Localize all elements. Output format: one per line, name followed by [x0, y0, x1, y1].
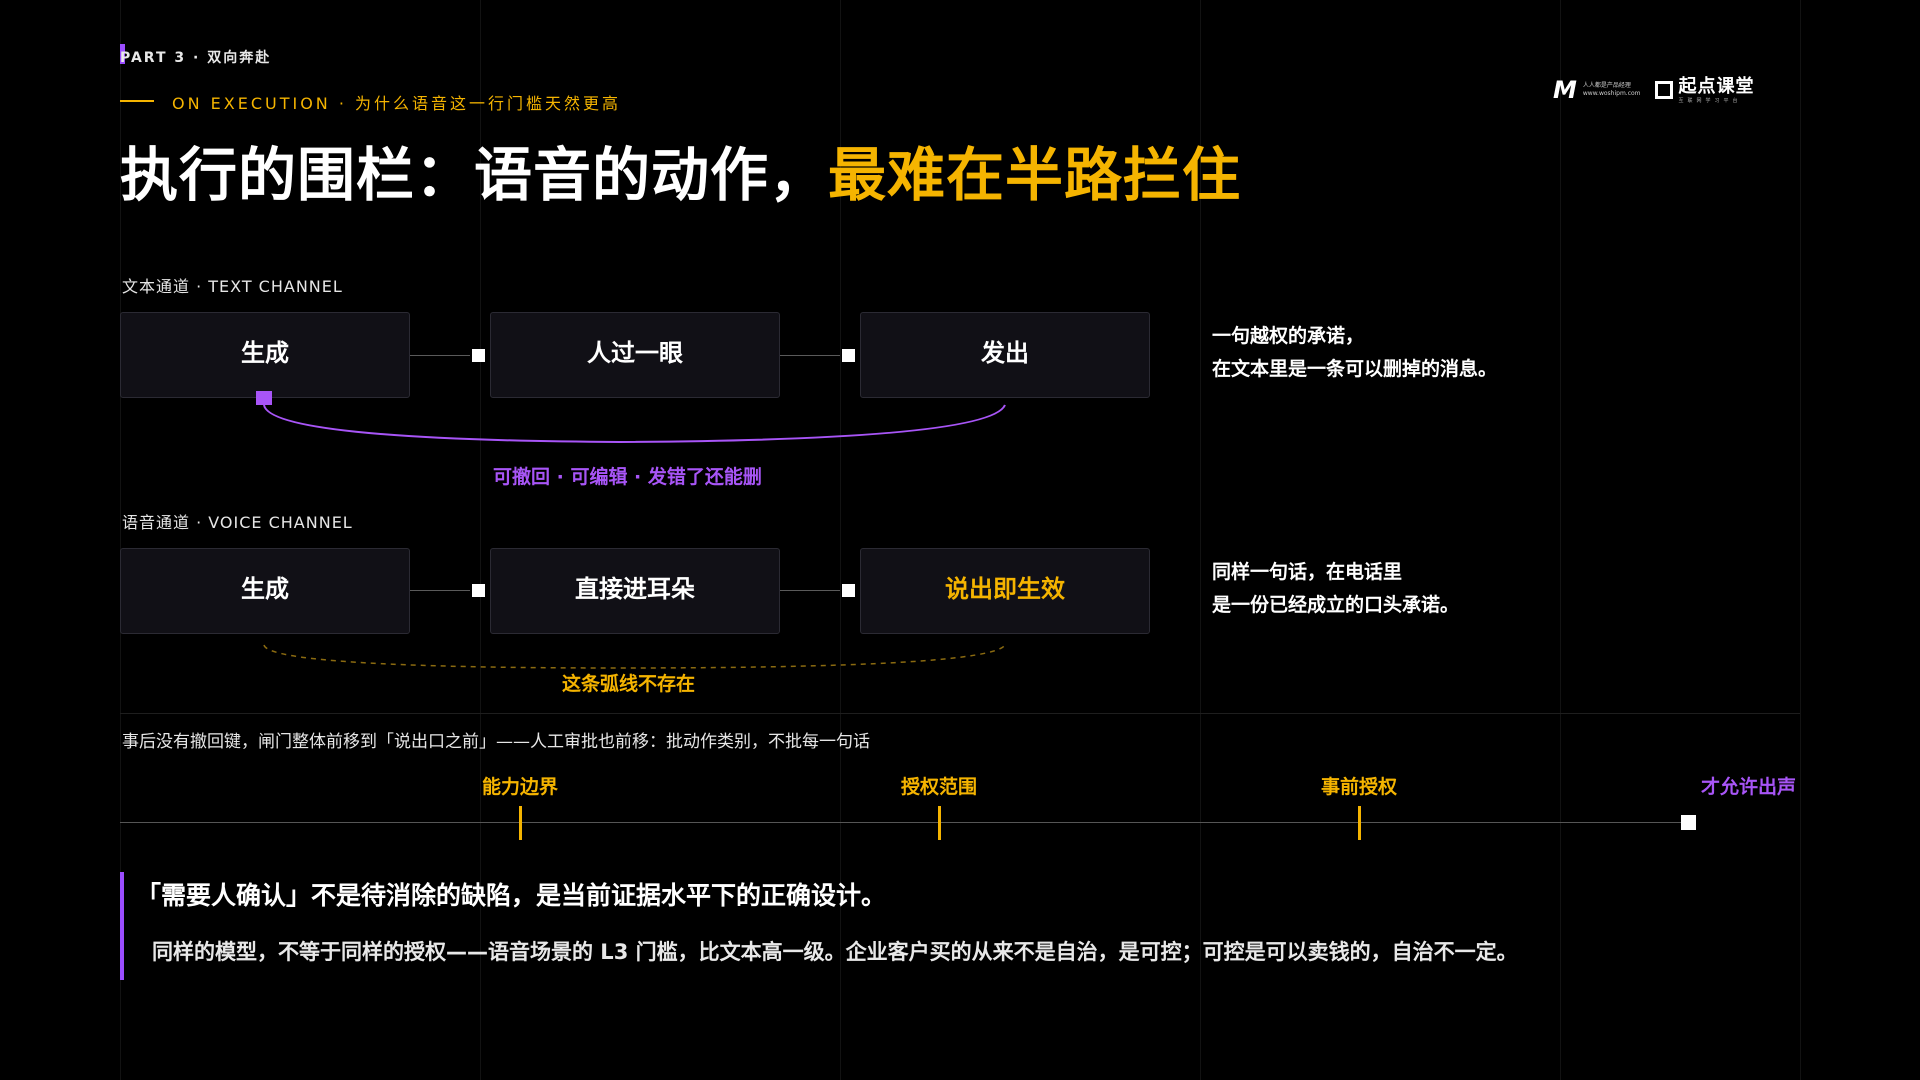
logo-brand-name: 起点课堂: [1678, 75, 1755, 97]
brand-logo: M 人人都是产品经理 www.woshipm.com 起点课堂 互联网学习平台: [1553, 76, 1755, 104]
text-note-line1: 一句越权的承诺，: [1212, 325, 1365, 347]
grid-line: [1800, 0, 1801, 1080]
text-step-review: 人过一眼: [490, 312, 780, 398]
timeline-description: 事后没有撤回键，闸门整体前移到「说出口之前」——人工审批也前移：批动作类别，不批…: [122, 732, 870, 752]
connector-node: [842, 584, 855, 597]
grid-line: [480, 0, 481, 1080]
timeline-marker-label: 授权范围: [900, 776, 978, 798]
quote-bar: [120, 872, 124, 980]
timeline-end-label: 才允许出声: [1700, 776, 1796, 798]
timeline-marker-label: 事前授权: [1320, 776, 1398, 798]
timeline-tick: [1358, 806, 1361, 840]
voice-step-effective: 说出即生效: [860, 548, 1150, 634]
missing-arc: [263, 644, 1006, 669]
timeline-marker-label: 能力边界: [481, 776, 559, 798]
logo-brand-sub: 互联网学习平台: [1678, 97, 1742, 104]
text-note-line2: 在文本里是一条可以删掉的消息。: [1212, 358, 1498, 380]
grid-line: [1200, 0, 1201, 1080]
page-title: 执行的围栏：语音的动作，最难在半路拦住: [120, 128, 1241, 212]
part-label: PART 3 · 双向奔赴: [120, 50, 272, 66]
connector: [410, 355, 470, 356]
logo-tagline-2: www.woshipm.com: [1582, 90, 1641, 97]
connector: [780, 590, 840, 591]
grid-line: [1560, 0, 1561, 1080]
voice-channel-note: 同样一句话，在电话里 是一份已经成立的口头承诺。: [1212, 556, 1459, 622]
connector: [780, 355, 840, 356]
logo-tagline-1: 人人都是产品经理: [1582, 82, 1631, 89]
text-step-send: 发出: [860, 312, 1150, 398]
subtitle-dash: [120, 100, 154, 102]
voice-step-direct: 直接进耳朵: [490, 548, 780, 634]
voice-channel-label: 语音通道 · VOICE CHANNEL: [122, 513, 353, 532]
part-marker: [120, 44, 125, 64]
title-main: 执行的围栏：语音的动作，: [120, 141, 829, 209]
connector-node: [472, 584, 485, 597]
timeline-tick: [519, 806, 522, 840]
voice-note-line1: 同样一句话，在电话里: [1212, 561, 1403, 583]
text-step-generate: 生成: [120, 312, 410, 398]
quote-body: 同样的模型，不等于同样的授权——语音场景的 L3 门槛，比文本高一级。企业客户买…: [152, 940, 1518, 964]
subtitle: ON EXECUTION · 为什么语音这一行门槛天然更高: [172, 94, 622, 113]
logo-brand: 起点课堂 互联网学习平台: [1678, 75, 1755, 104]
timeline-end-node: [1681, 815, 1696, 830]
undo-arc: [263, 404, 1006, 444]
logo-tagline: 人人都是产品经理 www.woshipm.com: [1583, 82, 1641, 98]
connector-node: [472, 349, 485, 362]
title-highlight: 最难在半路拦住: [828, 141, 1242, 209]
grid-line: [840, 0, 841, 1080]
logo-mark: M: [1553, 76, 1577, 104]
grid-line: [120, 0, 121, 1080]
connector-node: [842, 349, 855, 362]
timeline-axis: [120, 822, 1688, 823]
divider: [120, 713, 1800, 714]
connector: [410, 590, 470, 591]
logo-q-icon: [1654, 81, 1673, 99]
voice-note-line2: 是一份已经成立的口头承诺。: [1212, 594, 1460, 616]
text-arc-label: 可撤回 · 可编辑 · 发错了还能删: [493, 466, 762, 488]
text-channel-label: 文本通道 · TEXT CHANNEL: [122, 277, 343, 296]
timeline-tick: [938, 806, 941, 840]
quote-headline: 「需要人确认」不是待消除的缺陷，是当前证据水平下的正确设计。: [136, 881, 887, 910]
voice-step-generate: 生成: [120, 548, 410, 634]
voice-arc-label: 这条弧线不存在: [562, 673, 696, 695]
text-channel-note: 一句越权的承诺， 在文本里是一条可以删掉的消息。: [1212, 320, 1497, 386]
arc-start-node: [256, 391, 272, 405]
